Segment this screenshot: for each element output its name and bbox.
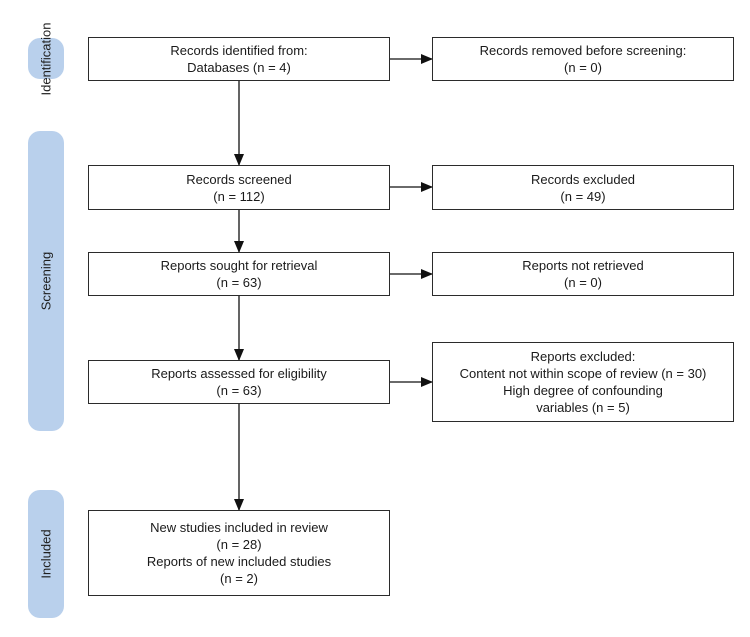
reports-not-retrieved-line2: (n = 0) [564, 275, 602, 290]
records-screened-line1: Records screened [186, 171, 292, 187]
box-reports-excluded: Reports excluded: Content not within sco… [432, 342, 734, 422]
reports-assessed-line1: Reports assessed for eligibility [151, 366, 327, 381]
records-identified-line1: Records identified from: [170, 43, 308, 58]
reports-sought-line1: Reports sought for retrieval [160, 258, 318, 273]
phase-included: Included [28, 490, 64, 618]
box-records-excluded: Records excluded (n = 49) [432, 165, 734, 210]
phase-identification: Identification [28, 22, 64, 95]
box-reports-not-retrieved: Reports not retrieved (n = 0) [432, 252, 734, 296]
reports-assessed-line2: (n = 63) [216, 383, 262, 398]
records-removed-line1: Records removed before screening: [479, 43, 687, 58]
reports-excluded-line2: Content not within scope of review (n = … [459, 366, 707, 381]
box-reports-sought: Reports sought for retrieval (n = 63) [88, 252, 390, 296]
box-reports-assessed: Reports assessed for eligibility (n = 63… [88, 360, 390, 404]
phase-screening: Screening [28, 131, 64, 431]
box-included-studies: New studies included in review (n = 28) … [88, 510, 390, 596]
records-excluded-line2: (n = 49) [560, 188, 606, 204]
reports-excluded-line3: High degree of confounding [503, 383, 663, 398]
records-excluded-line1: Records excluded [530, 171, 636, 187]
reports-sought-line2: (n = 63) [216, 275, 262, 290]
included-studies-line1: New studies included in review [150, 520, 328, 535]
box-records-identified: Records identified from: Databases (n = … [88, 37, 390, 81]
box-records-removed: Records removed before screening: (n = 0… [432, 37, 734, 81]
reports-not-retrieved-line1: Reports not retrieved [522, 258, 644, 273]
records-identified-line2: Databases (n = 4) [187, 60, 291, 75]
reports-excluded-line4: variables (n = 5) [536, 400, 630, 415]
included-studies-line3: Reports of new included studies [146, 554, 332, 569]
included-studies-line2: (n = 28) [216, 537, 262, 552]
records-removed-line2: (n = 0) [564, 60, 602, 75]
reports-excluded-line1: Reports excluded: [530, 349, 636, 364]
included-studies-line4: (n = 2) [220, 571, 258, 586]
records-screened-line2: (n = 112) [213, 188, 265, 204]
box-records-screened: Records screened (n = 112) [88, 165, 390, 210]
